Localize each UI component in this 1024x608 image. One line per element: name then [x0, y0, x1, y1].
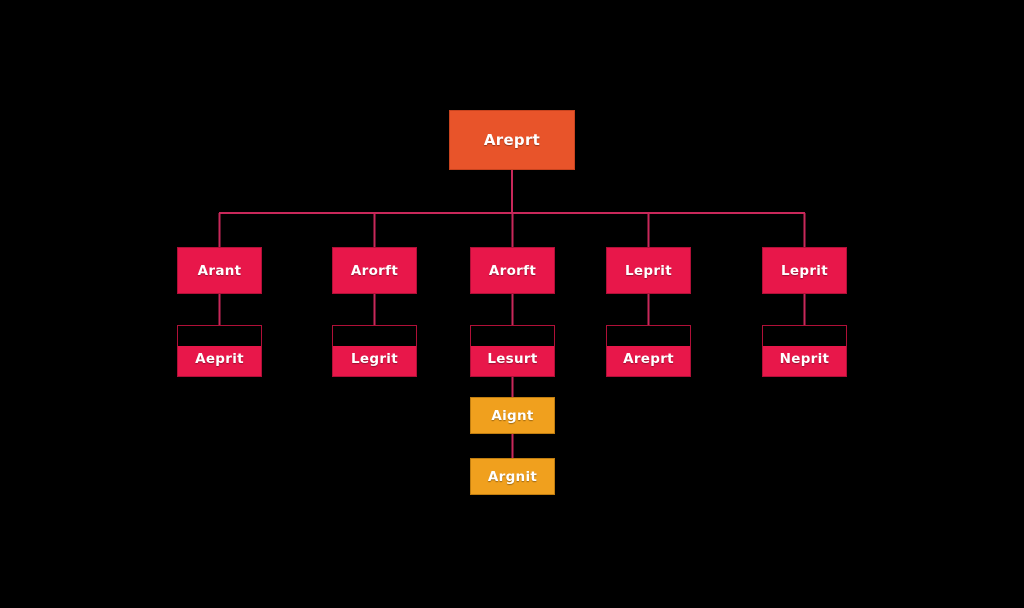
org-node-label: Neprit — [779, 351, 830, 367]
org-node-aignt-n11[interactable]: Aignt — [470, 397, 555, 434]
org-node-areprt-n0[interactable]: Areprt — [449, 110, 575, 170]
org-node-label: Argnit — [487, 468, 538, 485]
org-node-label: Areprt — [483, 131, 541, 149]
org-node-label: Arorft — [350, 262, 399, 279]
org-node-label: Arant — [197, 262, 242, 279]
org-node-legrit-n7[interactable]: Legrit — [332, 325, 417, 377]
node-header-strip — [470, 325, 555, 346]
org-node-label: Areprt — [623, 351, 674, 367]
org-node-leprit-n4[interactable]: Leprit — [606, 247, 691, 294]
org-node-label: Aignt — [491, 407, 534, 424]
org-node-label: Leprit — [625, 262, 672, 279]
node-header-strip — [332, 325, 417, 346]
org-node-arant-n1[interactable]: Arant — [177, 247, 262, 294]
org-node-lesurt-n8[interactable]: Lesurt — [470, 325, 555, 377]
org-node-leprit-n5[interactable]: Leprit — [762, 247, 847, 294]
org-node-label: Lesurt — [487, 351, 538, 367]
org-node-label: Leprit — [781, 262, 828, 279]
org-node-label: Aeprit — [195, 351, 244, 367]
org-node-arorft-n3[interactable]: Arorft — [470, 247, 555, 294]
org-node-neprit-n10[interactable]: Neprit — [762, 325, 847, 377]
org-node-aeprit-n6[interactable]: Aeprit — [177, 325, 262, 377]
node-header-strip — [177, 325, 262, 346]
org-node-label: Legrit — [351, 351, 398, 367]
org-node-arorft-n2[interactable]: Arorft — [332, 247, 417, 294]
org-node-argnit-n12[interactable]: Argnit — [470, 458, 555, 495]
node-header-strip — [606, 325, 691, 346]
org-node-label: Arorft — [488, 262, 537, 279]
org-node-areprt-n9[interactable]: Areprt — [606, 325, 691, 377]
node-header-strip — [762, 325, 847, 346]
